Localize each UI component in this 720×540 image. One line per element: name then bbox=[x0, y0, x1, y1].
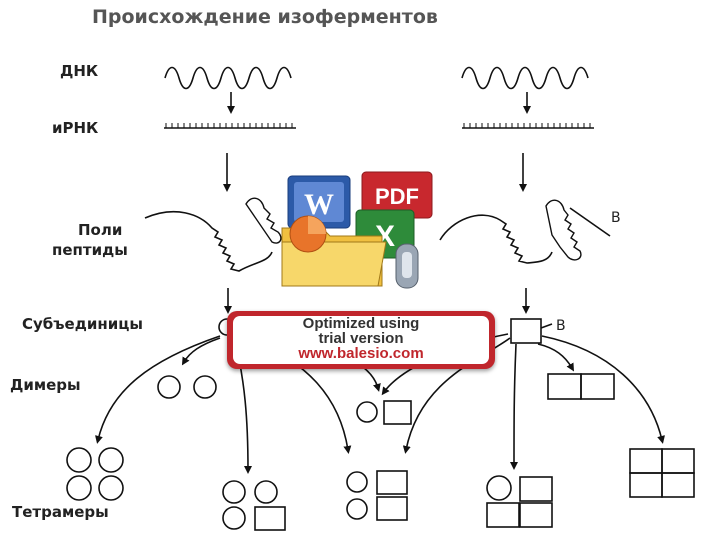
tetramer-b4-3 bbox=[629, 472, 663, 498]
dimer-aa-1 bbox=[157, 375, 181, 399]
label-dimers: Димеры bbox=[10, 376, 81, 394]
label-mrna: иРНК bbox=[52, 119, 99, 137]
arrow-b-tetramer bbox=[541, 335, 665, 444]
tetramer-a4-2 bbox=[98, 447, 124, 473]
tetramer-a2b2-3 bbox=[346, 498, 368, 520]
polypeptide-right-coil bbox=[545, 199, 582, 261]
dimer-bb-2 bbox=[580, 373, 615, 400]
tetramer-ab3-2 bbox=[519, 476, 553, 502]
trial-watermark: Optimized using trial version www.balesi… bbox=[227, 311, 495, 369]
pdf-text: PDF bbox=[375, 184, 419, 209]
arrow-b-tetramer-a3b bbox=[510, 343, 519, 470]
label-tetramers: Тетрамеры bbox=[12, 503, 109, 521]
tetramer-a3b-3 bbox=[222, 506, 246, 530]
tetramer-b4-1 bbox=[629, 448, 663, 474]
arrow-a-tetramer bbox=[95, 335, 221, 444]
polypeptide-right bbox=[439, 214, 553, 264]
tetramer-b4-4 bbox=[661, 472, 695, 498]
tetramer-a4-4 bbox=[98, 475, 124, 501]
subunit-b bbox=[510, 318, 542, 344]
tetramer-a4-1 bbox=[66, 447, 92, 473]
tetramer-a3b-2 bbox=[254, 480, 278, 504]
tetramer-a2b2-4 bbox=[376, 496, 408, 521]
tetramer-a3b-1 bbox=[222, 480, 246, 504]
watermark-url: www.balesio.com bbox=[298, 345, 424, 362]
arrow-b-tetramer-2a2b bbox=[402, 337, 511, 454]
arrow-b-dimer bbox=[537, 343, 575, 372]
dimer-ab-circle bbox=[356, 401, 378, 423]
polypeptide-left bbox=[144, 210, 273, 272]
tetramer-ab3-4 bbox=[519, 502, 553, 528]
tetramer-ab3-3 bbox=[486, 502, 520, 528]
watermark-inner: Optimized using trial version www.balesi… bbox=[233, 316, 489, 364]
dna-wave-right bbox=[461, 66, 589, 90]
dimer-ab-square bbox=[383, 400, 412, 425]
word-letter: W bbox=[304, 188, 334, 221]
dna-wave-left bbox=[164, 66, 292, 90]
tetramer-b4-2 bbox=[661, 448, 695, 474]
tetramer-a4-3 bbox=[66, 475, 92, 501]
label-subunit-b: В bbox=[556, 318, 566, 334]
page-title: Происхождение изоферментов bbox=[92, 6, 438, 28]
watermark-line-1: Optimized using bbox=[302, 315, 420, 332]
pointer-b-poly bbox=[569, 207, 611, 237]
watermark-line-2: trial version bbox=[318, 330, 404, 347]
office-files-logo: W PDF X bbox=[281, 171, 433, 289]
label-polypeptide-b: В bbox=[611, 210, 621, 226]
dimer-aa-2 bbox=[193, 375, 217, 399]
label-poly-line2: пептиды bbox=[52, 241, 128, 259]
label-dna: ДНК bbox=[60, 62, 99, 80]
dimer-bb-1 bbox=[547, 373, 582, 400]
label-subunits: Субъединицы bbox=[22, 315, 143, 333]
arrow-a-dimer bbox=[181, 337, 221, 366]
tetramer-a3b-4 bbox=[254, 506, 286, 531]
tetramer-ab3-1 bbox=[486, 475, 512, 501]
tetramer-a2b2-1 bbox=[346, 471, 368, 493]
tetramer-a2b2-2 bbox=[376, 470, 408, 495]
polypeptide-left-coil bbox=[245, 197, 282, 244]
label-poly-line1: Поли bbox=[78, 221, 123, 239]
